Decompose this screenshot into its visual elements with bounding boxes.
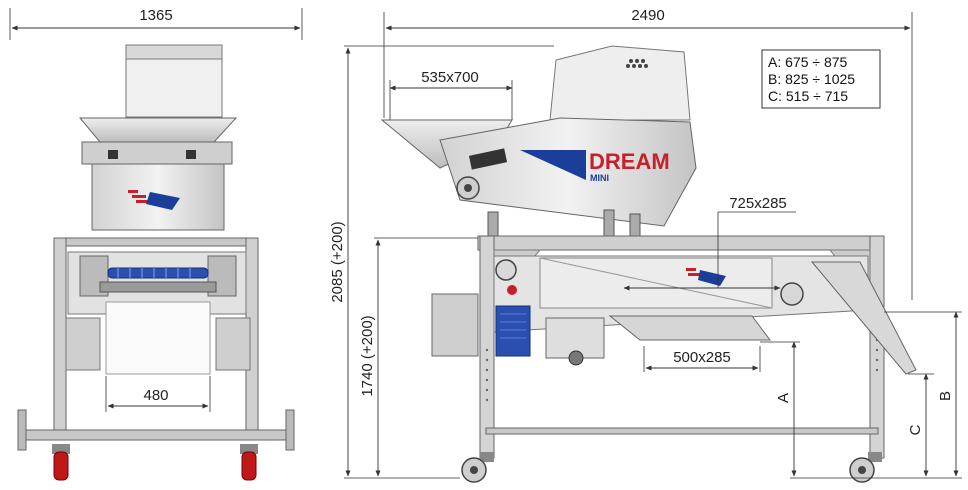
- side-leg-right: [869, 235, 885, 459]
- front-auger: [107, 267, 209, 279]
- side-base-rail: [485, 427, 879, 435]
- sieve-upper-label: 725x285: [729, 195, 787, 212]
- side-wheel-right: [849, 452, 882, 483]
- side-top-cover: [549, 45, 691, 121]
- brand-name: DREAM: [589, 149, 670, 174]
- side-electrical-box: [431, 293, 479, 357]
- dim-b-label: B: [937, 391, 954, 401]
- front-width-label: 1365: [139, 7, 172, 24]
- dim-a-label: A: [775, 393, 792, 403]
- front-funnel: [78, 117, 238, 143]
- side-discharge-chute: [810, 261, 917, 375]
- total-length-label: 2490: [631, 7, 664, 24]
- front-view: [17, 44, 295, 481]
- side-wheel-left: [461, 452, 494, 483]
- hopper-dim-label: 535x700: [421, 69, 479, 86]
- side-hopper-lower: [608, 315, 771, 341]
- brand-model: MINI: [590, 173, 609, 183]
- sieve-lower-label: 500x285: [673, 349, 731, 366]
- legend-a: A: 675 ÷ 875: [768, 54, 848, 70]
- front-wheel-right: [240, 444, 258, 481]
- side-view: DREAM MINI: [380, 45, 917, 483]
- front-dimensions: 1365 480: [9, 7, 303, 412]
- front-housing-top: [81, 141, 233, 165]
- dimension-legend: A: 675 ÷ 875 B: 825 ÷ 1025 C: 515 ÷ 715: [761, 49, 881, 109]
- side-small-logo: [686, 268, 726, 286]
- side-dimensions: 2490 535x700 725x285 500x285 2085 (+200)…: [329, 7, 962, 479]
- side-leg-left: [479, 235, 495, 459]
- front-frame-top: [53, 237, 259, 247]
- side-frame-top: [477, 235, 883, 251]
- legend-c: C: 515 ÷ 715: [768, 88, 848, 104]
- front-leg-left: [53, 237, 67, 437]
- total-height-label: 2085 (+200): [329, 221, 346, 302]
- front-outlet-chute: [105, 301, 211, 375]
- frame-height-label: 1740 (+200): [359, 315, 376, 396]
- side-main-body: [439, 117, 697, 227]
- front-logo: [128, 190, 180, 210]
- dim-c-label: C: [907, 424, 924, 435]
- legend-b: B: 825 ÷ 1025: [768, 71, 855, 87]
- front-base: [21, 429, 291, 441]
- outlet-width-label: 480: [143, 387, 168, 404]
- front-wheel-left: [52, 444, 70, 481]
- brand-swoosh: [520, 150, 586, 180]
